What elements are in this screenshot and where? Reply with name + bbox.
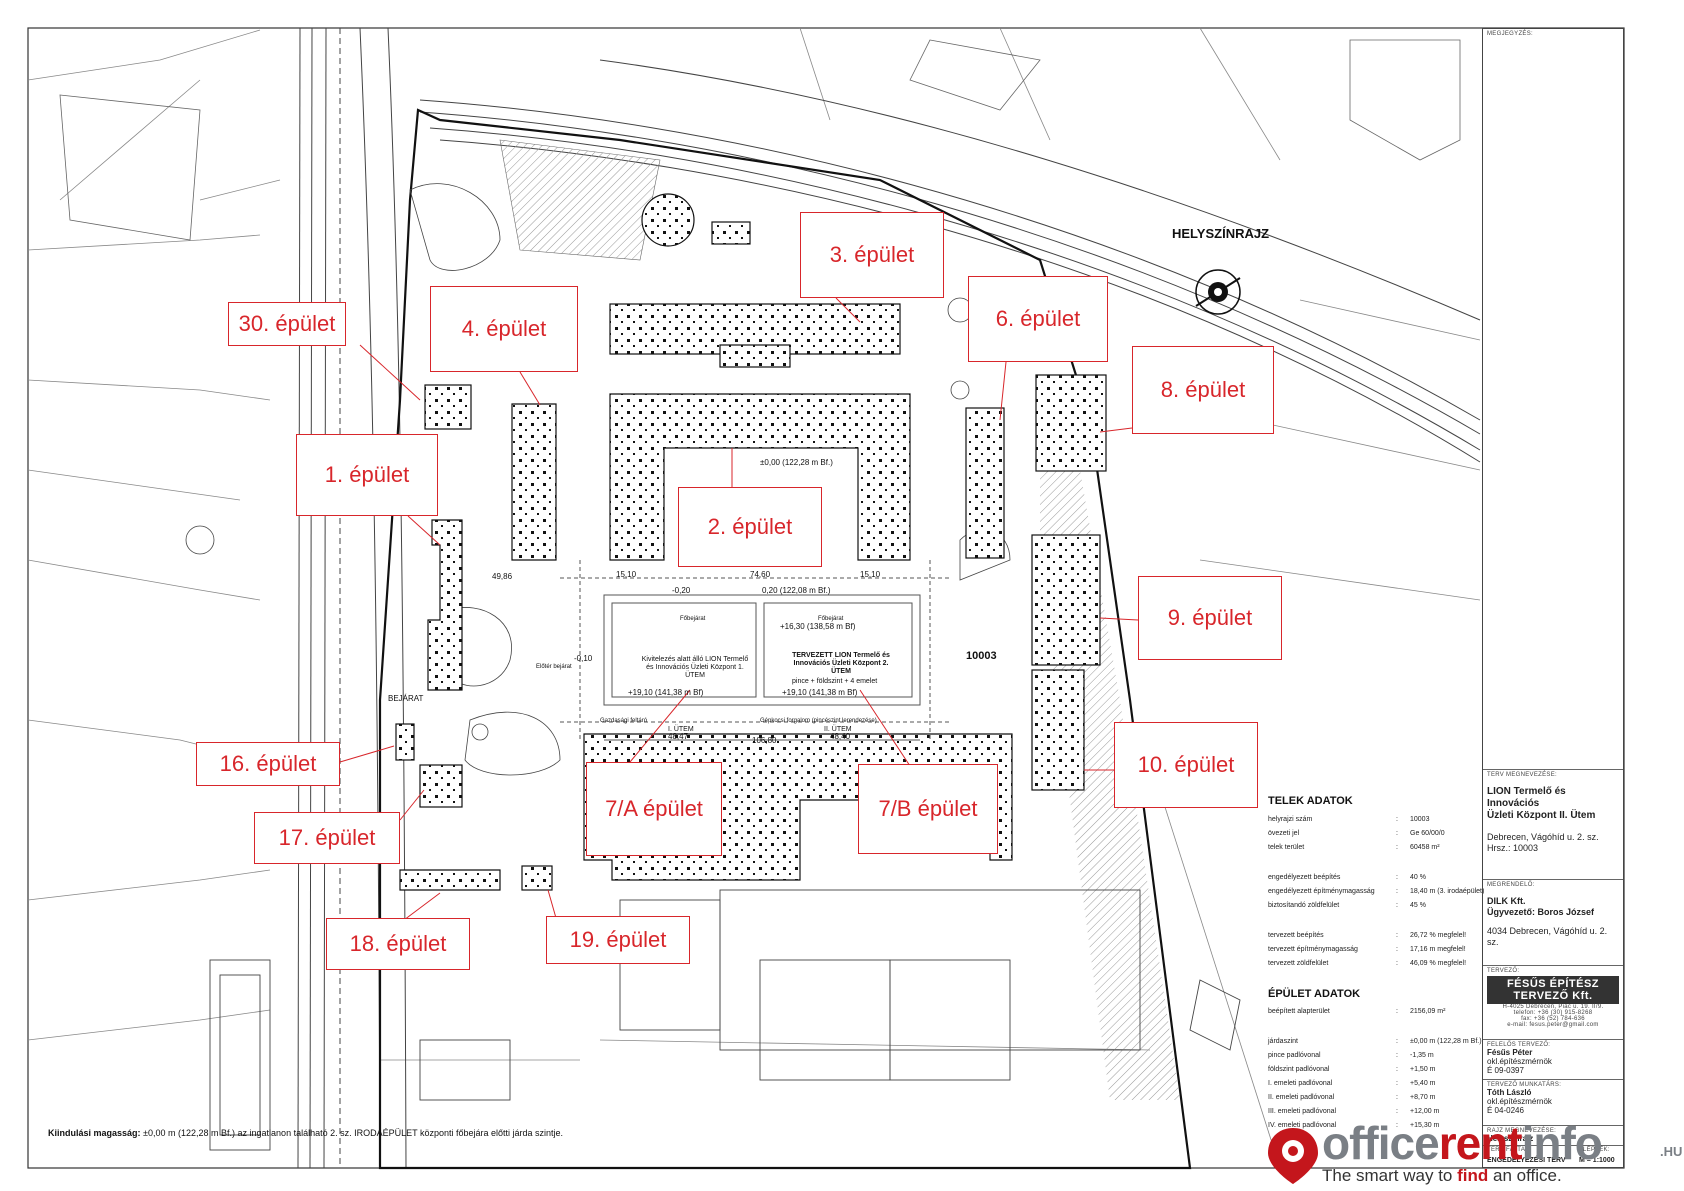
brand-name: officerentinfo bbox=[1322, 1117, 1603, 1169]
existing-buildings-south bbox=[209, 889, 1241, 1151]
table-row: IV. emeleti padlóvonal:+15,30 m bbox=[1268, 1122, 1440, 1129]
dim-74-60: 74,60 bbox=[750, 570, 771, 579]
table-row: II. emeleti padlóvonal:+8,70 m bbox=[1268, 1094, 1436, 1101]
railway bbox=[419, 59, 1481, 463]
panel-colleague: TERVEZŐ MUNKATÁRS: Tóth László okl.építé… bbox=[1483, 1079, 1623, 1125]
callout-building-3: 3. épület bbox=[800, 212, 944, 298]
callout-building-7b: 7/B épület bbox=[858, 764, 998, 854]
parcel-number: 10003 bbox=[966, 650, 997, 662]
callout-building-7a: 7/A épület bbox=[586, 762, 722, 856]
epulet-title: ÉPÜLET ADATOK bbox=[1268, 988, 1361, 1000]
table-row: földszint padlóvonal:+1,50 m bbox=[1268, 1066, 1436, 1073]
phase-2-label: II. ÜTEM bbox=[824, 726, 852, 733]
cadastral-lines bbox=[27, 27, 1481, 1169]
table-row: tervezett beépítés:26,72 % megfelel! bbox=[1268, 932, 1467, 939]
table-row: engedélyezett építménymagasság:18,40 m (… bbox=[1268, 888, 1485, 895]
brand-tld: .HU bbox=[1660, 1144, 1683, 1159]
callout-building-16: 16. épület bbox=[196, 742, 340, 786]
brand-tagline: The smart way to find an office. bbox=[1322, 1166, 1562, 1185]
table-row: engedélyezett beépítés:40 % bbox=[1268, 874, 1426, 881]
building-1-label: Kivitelezés alatt álló LION Termelő és I… bbox=[641, 656, 749, 679]
level-zero: ±0,00 (122,28 m Bf.) bbox=[760, 458, 833, 467]
road-corridor bbox=[296, 27, 407, 1169]
table-row: övezeti jel:Ge 60/00/0 bbox=[1268, 830, 1445, 837]
plan-title: HELYSZÍNRAJZ bbox=[1172, 226, 1270, 241]
main-entrance-2: Főbejárat bbox=[818, 616, 844, 622]
brand-watermark: officerentinfo .HU The smart way to find… bbox=[1262, 1117, 1683, 1190]
callout-building-30: 30. épület bbox=[228, 302, 346, 346]
table-row: tervezett építménymagasság:17,16 m megfe… bbox=[1268, 946, 1466, 953]
planned-building bbox=[560, 560, 950, 741]
service-access: Gazdasági feltáró bbox=[600, 718, 648, 724]
title-block: MEGJEGYZÉS: TERV MEGNEVEZÉSE: LION Terme… bbox=[1482, 28, 1624, 1168]
callout-building-8: 8. épület bbox=[1132, 346, 1274, 434]
level-16-30: +16,30 (138,58 m Bf) bbox=[780, 622, 856, 631]
level-0-20: 0,20 (122,08 m Bf.) bbox=[762, 586, 831, 595]
panel-drawing: RAJZ MEGNEVEZÉSE: Helyszínrajz bbox=[1483, 1125, 1623, 1145]
telek-title: TELEK ADATOK bbox=[1268, 795, 1353, 807]
callout-building-18: 18. épület bbox=[326, 918, 470, 970]
callout-building-9: 9. épület bbox=[1138, 576, 1282, 660]
location-pin-icon bbox=[1268, 1128, 1318, 1184]
callout-building-19: 19. épület bbox=[546, 916, 690, 964]
dim-48-40: 48,40 bbox=[830, 732, 851, 741]
building-2-sub: pince + földszint + 4 emelet bbox=[792, 678, 878, 685]
entrance-label: BEJÁRAT bbox=[388, 694, 424, 703]
callout-building-6: 6. épület bbox=[968, 276, 1108, 362]
car-traffic: Gépkocsi forgalom (pincészint lerendezés… bbox=[760, 718, 877, 724]
level-19-10-b: +19,10 (141,38 m Bf) bbox=[782, 688, 858, 697]
panel-client: MEGRENDELŐ: DILK Kft. Ügyvezető: Boros J… bbox=[1483, 879, 1623, 965]
level-minus-0-20: -0,20 bbox=[672, 586, 691, 595]
phase-1-label: I. ÜTEM bbox=[668, 726, 694, 733]
callout-building-4: 4. épület bbox=[430, 286, 578, 372]
callout-building-10: 10. épület bbox=[1114, 722, 1258, 808]
level-minus-0-10: -0,10 bbox=[574, 654, 593, 663]
table-row: pince padlóvonal:-1,35 m bbox=[1268, 1052, 1434, 1059]
dim-106-80: 106,80 bbox=[752, 736, 777, 745]
panel-type: TERV FAJTA: LÉPTÉK: ENGEDÉLYEZÉSI TERV M… bbox=[1483, 1145, 1623, 1167]
table-row: III. emeleti padlóvonal:+12,00 m bbox=[1268, 1108, 1440, 1115]
building-2-label: TERVEZETT LION Termelő és Innovációs Üzl… bbox=[792, 652, 890, 675]
panel-project: TERV MEGNEVEZÉSE: LION Termelő és Innová… bbox=[1483, 769, 1623, 879]
table-row: tervezett zöldfelület:46,09 % megfelel! bbox=[1268, 960, 1467, 967]
callout-building-17: 17. épület bbox=[254, 812, 400, 864]
table-row: helyrajzi szám:10003 bbox=[1268, 816, 1430, 823]
table-row: I. emeleti padlóvonal:+5,40 m bbox=[1268, 1080, 1436, 1087]
dim-15-10-b: 15,10 bbox=[860, 570, 881, 579]
callout-building-2: 2. épület bbox=[678, 487, 822, 567]
north-arrow-icon bbox=[1195, 269, 1241, 315]
lobby-entrance: Előtér bejárat bbox=[536, 664, 572, 670]
level-19-10-a: +19,10 (141,38 m Bf) bbox=[628, 688, 704, 697]
main-entrance-1: Főbejárat bbox=[680, 616, 706, 622]
dim-48-47: 48,47 bbox=[668, 732, 689, 741]
table-row: biztosítandó zöldfelület:45 % bbox=[1268, 902, 1426, 909]
dim-15-10-a: 15,10 bbox=[616, 570, 637, 579]
panel-designer: TERVEZŐ: FÉSŰS ÉPÍTÉSZ TERVEZŐ Kft. H-40… bbox=[1483, 965, 1623, 1039]
callout-leaders bbox=[339, 297, 1139, 921]
table-row: járdaszint:±0,00 m (122,28 m Bf.) bbox=[1268, 1038, 1482, 1045]
table-row: beépített alapterület:2156,09 m² bbox=[1268, 1008, 1446, 1015]
panel-responsible: FELELŐS TERVEZŐ: Fésűs Péter okl.építész… bbox=[1483, 1039, 1623, 1079]
table-row: telek terület:60458 m² bbox=[1268, 844, 1440, 851]
footer-note: Kiindulási magasság: ±0,00 m (122,28 m B… bbox=[48, 1128, 564, 1138]
site-boundary bbox=[378, 108, 1192, 1170]
callout-building-1: 1. épület bbox=[296, 434, 438, 516]
dim-49-86: 49,86 bbox=[492, 572, 513, 581]
panel-notes: MEGJEGYZÉS: bbox=[1487, 31, 1533, 37]
